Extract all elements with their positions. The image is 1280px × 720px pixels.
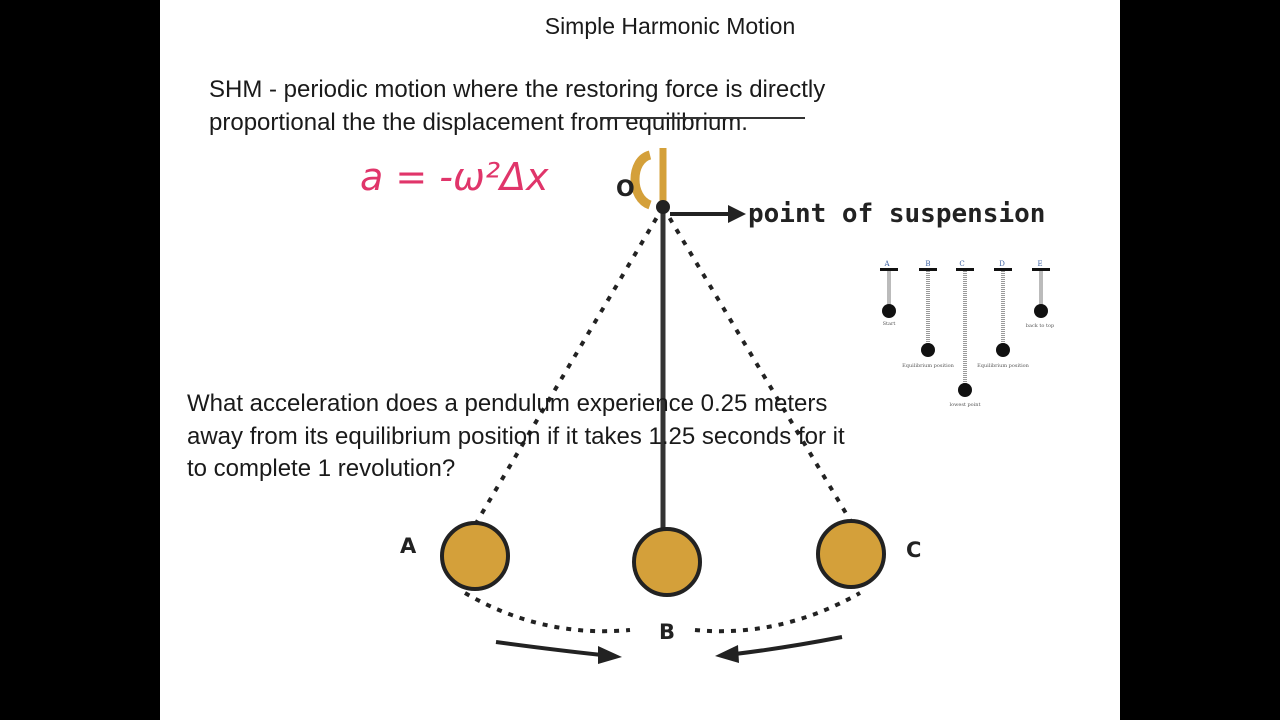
- stage-d-ball: [996, 343, 1010, 357]
- suspension-arrowhead: [728, 205, 746, 223]
- slide: Simple Harmonic Motion SHM - periodic mo…: [160, 0, 1120, 720]
- caption-equilibrium-right: Equilibrium position: [977, 363, 1030, 369]
- stage-d-bar: [994, 268, 1012, 271]
- arc-left: [463, 591, 631, 634]
- caption-back: back to top: [1026, 323, 1054, 329]
- question-line-2: away from its equilibrium position if it…: [187, 422, 845, 450]
- stage-c-ball: [958, 383, 972, 397]
- stage-e-ball: [1034, 304, 1048, 318]
- suspension-label: point of suspension: [748, 199, 1045, 229]
- pendulum-stages-diagram: A Start B Equilibrium position C lowest …: [880, 260, 1054, 408]
- question-line-1: What acceleration does a pendulum experi…: [187, 390, 828, 417]
- motion-arrow-right: [734, 635, 843, 656]
- bob-b: [632, 527, 702, 597]
- arc-right: [694, 591, 861, 634]
- stage-b-ball: [921, 343, 935, 357]
- string-c: [661, 205, 855, 527]
- bob-a: [440, 521, 510, 591]
- motion-arrowhead-right: [715, 645, 739, 663]
- question-line-3: to complete 1 revolution?: [187, 455, 456, 482]
- definition-line-2: proportional the the displacement from e…: [209, 109, 748, 136]
- label-c: C: [906, 538, 921, 562]
- pivot-point: [656, 200, 670, 214]
- stage-c-bar: [956, 268, 974, 271]
- pivot-clamp: [630, 150, 653, 210]
- stage-a-bar: [880, 268, 898, 271]
- motion-arrow-left: [495, 640, 603, 657]
- caption-lowest: lowest point: [949, 402, 980, 408]
- caption-equilibrium-left: Equilibrium position: [902, 363, 955, 369]
- stage-letter-e: E: [1037, 260, 1042, 268]
- shm-definition: SHM - periodic motion where the restorin…: [209, 73, 969, 139]
- stage-letter-d: D: [999, 260, 1005, 268]
- label-b: B: [659, 620, 675, 644]
- motion-arrowhead-left: [598, 646, 622, 664]
- stage-b-bar: [919, 268, 937, 271]
- question-text: What acceleration does a pendulum experi…: [187, 388, 947, 486]
- stage-e-bar: [1032, 268, 1050, 271]
- pivot-label: O: [616, 177, 635, 202]
- slide-title: Simple Harmonic Motion: [544, 13, 796, 39]
- handwritten-formula: a = -ω²Δx: [360, 155, 549, 199]
- stage-letter-c: C: [959, 260, 964, 268]
- label-a: A: [400, 534, 417, 558]
- pendulum-diagram: a = -ω²Δx O point of suspension A B C: [360, 117, 1045, 664]
- caption-start: Start: [883, 321, 896, 327]
- bob-c: [816, 519, 886, 589]
- definition-line-1: SHM - periodic motion where the restorin…: [209, 76, 826, 103]
- stage-a-ball: [882, 304, 896, 318]
- string-a: [473, 205, 665, 527]
- stage-letter-b: B: [925, 260, 930, 268]
- stage-letter-a: A: [883, 260, 890, 268]
